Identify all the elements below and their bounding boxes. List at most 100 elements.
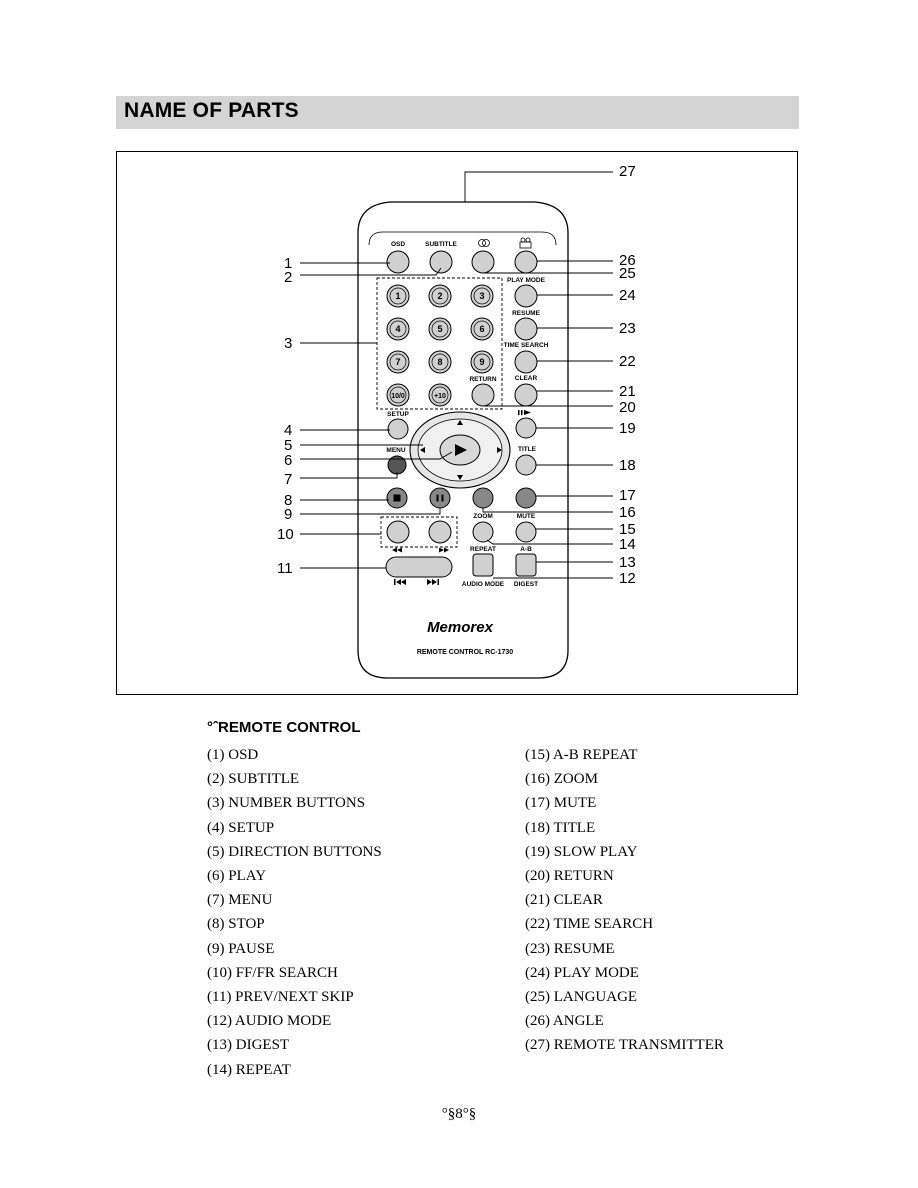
svg-text:10: 10 <box>277 526 294 543</box>
svg-text:15: 15 <box>619 521 636 538</box>
number-button-3[interactable]: 3 <box>470 284 494 308</box>
svg-text:8: 8 <box>437 357 442 367</box>
parts-list-item: (19) SLOW PLAY <box>525 843 638 860</box>
number-button-9[interactable]: 9 <box>470 350 494 374</box>
subtitle-label: SUBTITLE <box>425 241 457 248</box>
model-label: REMOTE CONTROL RC-1730 <box>417 649 513 656</box>
svg-text:7: 7 <box>395 357 400 367</box>
number-button-1[interactable]: 1 <box>386 284 410 308</box>
svg-text:6: 6 <box>479 324 484 334</box>
angle-icon <box>519 237 532 249</box>
svg-text:12: 12 <box>619 570 636 587</box>
number-button-5[interactable]: 5 <box>428 317 452 341</box>
time-search-label: TIME SEARCH <box>504 342 549 349</box>
audio-mode-button[interactable] <box>472 553 494 577</box>
parts-list-item: (27) REMOTE TRANSMITTER <box>525 1037 724 1054</box>
osd-button[interactable] <box>386 250 410 274</box>
number-pad: 1 2 3 4 5 6 7 8 9 10/0 +10 <box>386 284 494 407</box>
parts-list-item: (4) SETUP <box>207 819 275 836</box>
resume-button[interactable] <box>514 317 538 341</box>
number-button-6[interactable]: 6 <box>470 317 494 341</box>
number-button-10-0[interactable]: 10/0 <box>386 383 410 407</box>
parts-list-item: (7) MENU <box>207 892 273 909</box>
ab-repeat-button[interactable] <box>515 521 537 543</box>
number-button-7[interactable]: 7 <box>386 350 410 374</box>
svg-text:9: 9 <box>284 506 292 523</box>
zoom-label: ZOOM <box>473 513 493 520</box>
remote-inner-outline <box>368 231 557 246</box>
parts-list-item: (23) RESUME <box>525 940 615 957</box>
page-title: NAME OF PARTS <box>124 99 299 122</box>
parts-list-item: (13) DIGEST <box>207 1037 290 1054</box>
svg-text:22: 22 <box>619 353 636 370</box>
parts-list-item: (15) A-B REPEAT <box>525 747 638 763</box>
svg-text:9: 9 <box>479 357 484 367</box>
svg-text:+10: +10 <box>434 393 446 400</box>
number-button-2[interactable]: 2 <box>428 284 452 308</box>
slow-play-button[interactable] <box>515 417 537 439</box>
parts-list-item: (21) CLEAR <box>525 892 603 909</box>
parts-list-item: (3) NUMBER BUTTONS <box>207 795 366 812</box>
parts-list-item: (14) REPEAT <box>207 1061 291 1078</box>
direction-pad <box>409 411 511 489</box>
parts-list-item: (17) MUTE <box>525 795 597 812</box>
callout-numbers: 1 2 3 4 5 6 7 8 9 10 11 12 13 14 15 16 1… <box>277 163 636 587</box>
language-button[interactable] <box>471 250 495 274</box>
stop-icon <box>393 494 401 502</box>
repeat-button[interactable] <box>472 521 494 543</box>
setup-button[interactable] <box>387 418 409 440</box>
fast-forward-button[interactable] <box>428 520 452 544</box>
pause-button[interactable] <box>429 487 451 509</box>
figure-frame <box>116 151 798 695</box>
angle-button[interactable] <box>514 250 538 274</box>
number-button-8[interactable]: 8 <box>428 350 452 374</box>
svg-text:1: 1 <box>284 255 292 272</box>
zoom-button[interactable] <box>472 487 494 509</box>
parts-list-item: (16) ZOOM <box>525 771 598 788</box>
parts-list-right: (15) A-B REPEAT (16) ZOOM (17) MUTE (18)… <box>525 743 724 1058</box>
parts-list-left: (1) OSD (2) SUBTITLE (3) NUMBER BUTTONS … <box>207 743 382 1082</box>
pause-icon <box>436 494 444 502</box>
title-button[interactable] <box>515 454 537 476</box>
parts-list-item: (9) PAUSE <box>207 940 275 957</box>
menu-label: MENU <box>386 447 405 454</box>
parts-list-item: (22) TIME SEARCH <box>525 916 654 933</box>
svg-text:14: 14 <box>619 536 636 553</box>
svg-text:23: 23 <box>619 320 636 337</box>
svg-text:24: 24 <box>619 287 636 304</box>
time-search-button[interactable] <box>514 350 538 374</box>
svg-text:11: 11 <box>277 560 293 577</box>
mute-button[interactable] <box>515 487 537 509</box>
parts-list-item: (8) STOP <box>207 916 265 933</box>
play-icon <box>455 444 467 456</box>
digest-button[interactable] <box>515 553 537 577</box>
rewind-icon <box>392 547 402 553</box>
svg-text:20: 20 <box>619 399 636 416</box>
play-mode-button[interactable] <box>514 284 538 308</box>
svg-text:5: 5 <box>284 437 292 454</box>
number-pad-group <box>376 277 503 410</box>
title-label: TITLE <box>518 446 537 453</box>
callout-lines <box>300 171 613 579</box>
svg-text:10/0: 10/0 <box>391 393 405 400</box>
svg-text:3: 3 <box>284 335 292 352</box>
up-arrow-icon <box>457 420 463 425</box>
svg-text:6: 6 <box>284 452 292 469</box>
subtitle-button[interactable] <box>429 250 453 274</box>
search-button-group <box>380 516 458 548</box>
svg-text:4: 4 <box>284 422 292 439</box>
return-label: RETURN <box>469 376 496 383</box>
svg-text:27: 27 <box>619 163 636 180</box>
prev-next-skip-button[interactable] <box>385 556 453 578</box>
brand-logo: Memorex <box>427 619 494 636</box>
clear-button[interactable] <box>514 383 538 407</box>
parts-list-item: (25) LANGUAGE <box>525 989 638 1006</box>
svg-text:26: 26 <box>619 252 636 269</box>
previous-icon <box>394 579 406 585</box>
number-button-4[interactable]: 4 <box>386 317 410 341</box>
svg-text:2: 2 <box>437 291 442 301</box>
number-button-plus-10[interactable]: +10 <box>428 383 452 407</box>
fast-reverse-button[interactable] <box>386 520 410 544</box>
return-button[interactable] <box>471 383 495 407</box>
